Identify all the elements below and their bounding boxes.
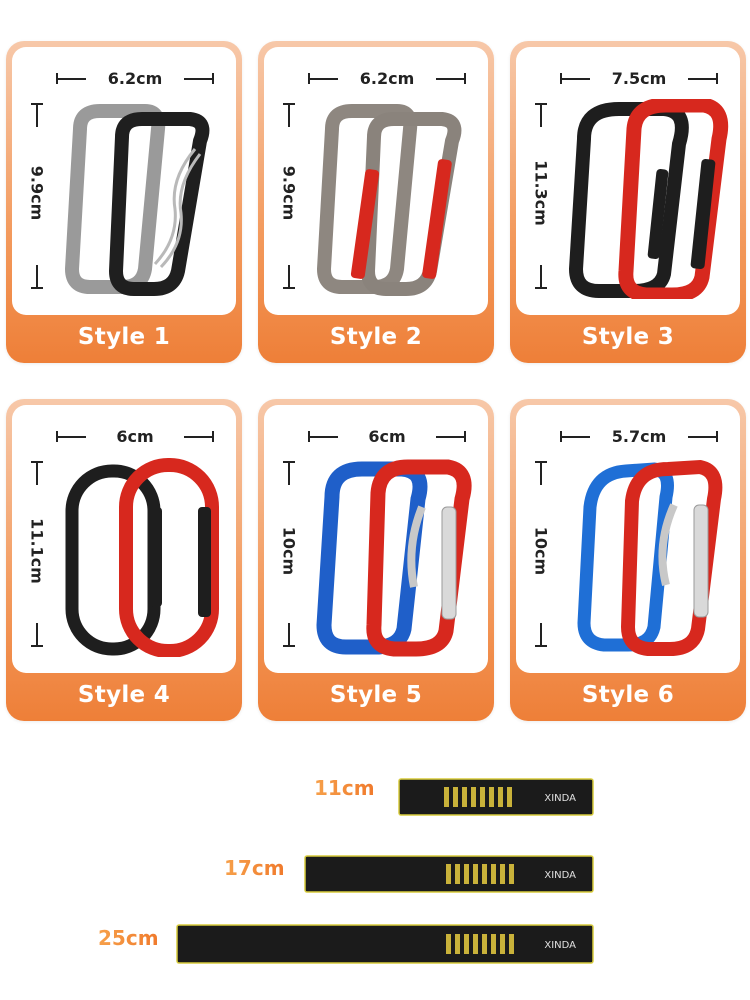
width-label: 6cm [368, 427, 406, 446]
width-dimension: 6cm [308, 427, 466, 446]
product-card-style-2[interactable]: 6.2cm 9.9cm Style 2 [258, 41, 494, 363]
height-dimension: 10cm [278, 455, 300, 647]
width-label: 6cm [116, 427, 154, 446]
width-dimension: 7.5cm [560, 69, 718, 88]
width-dimension: 5.7cm [560, 427, 718, 446]
carabiner-pair-image [316, 104, 462, 296]
height-dimension: 11.1cm [26, 455, 48, 647]
width-dimension: 6.2cm [56, 69, 214, 88]
style-label: Style 5 [329, 682, 423, 708]
height-label: 9.9cm [27, 165, 47, 221]
height-dimension: 11.3cm [530, 97, 552, 289]
height-dimension: 10cm [530, 455, 552, 647]
height-dimension: 9.9cm [278, 97, 300, 289]
height-label: 10cm [279, 526, 299, 576]
strap-length-label: 25cm [98, 926, 159, 950]
product-image-frame: 6cm 11.1cm [12, 405, 236, 673]
width-label: 6.2cm [359, 69, 415, 88]
width-label: 5.7cm [611, 427, 667, 446]
style-label: Style 4 [77, 682, 171, 708]
width-label: 7.5cm [611, 69, 667, 88]
strap-length-label: 17cm [224, 856, 285, 880]
sling-strap-25cm[interactable]: XINDA [176, 924, 594, 964]
strap-brand: XINDA [544, 870, 576, 881]
product-card-style-4[interactable]: 6cm 11.1cm Style 4 [6, 399, 242, 721]
product-image-frame: 7.5cm 11.3cm [516, 47, 740, 315]
product-image-frame: 6.2cm 9.9cm [12, 47, 236, 315]
height-label: 10cm [531, 526, 551, 576]
height-dimension: 9.9cm [26, 97, 48, 289]
style-label: Style 2 [329, 324, 423, 350]
product-image-frame: 6.2cm 9.9cm [264, 47, 488, 315]
width-dimension: 6.2cm [308, 69, 466, 88]
sling-strap-17cm[interactable]: XINDA [304, 855, 594, 893]
strap-brand: XINDA [544, 940, 576, 951]
product-image-frame: 5.7cm 10cm [516, 405, 740, 673]
sling-strap-11cm[interactable]: XINDA [398, 778, 594, 816]
width-dimension: 6cm [56, 427, 214, 446]
height-label: 9.9cm [279, 165, 299, 221]
height-label: 11.1cm [27, 518, 47, 584]
strap-length-label: 11cm [314, 776, 375, 800]
style-label: Style 6 [581, 682, 675, 708]
product-card-style-3[interactable]: 7.5cm 11.3cm Style 3 [510, 41, 746, 363]
strap-brand: XINDA [544, 793, 576, 804]
carabiner-pair-image [64, 104, 210, 296]
carabiner-pair-image [316, 459, 472, 657]
product-card-style-5[interactable]: 6cm 10cm Style 5 [258, 399, 494, 721]
height-label: 11.3cm [531, 160, 551, 226]
product-card-style-6[interactable]: 5.7cm 10cm Style 6 [510, 399, 746, 721]
product-card-style-1[interactable]: 6.2cm 9.9cm Style 1 [6, 41, 242, 363]
carabiner-pair-image [65, 458, 219, 657]
style-label: Style 3 [581, 324, 675, 350]
style-label: Style 1 [77, 324, 171, 350]
carabiner-pair-image [577, 459, 723, 656]
product-image-frame: 6cm 10cm [264, 405, 488, 673]
carabiner-pair-image [568, 99, 729, 299]
width-label: 6.2cm [107, 69, 163, 88]
